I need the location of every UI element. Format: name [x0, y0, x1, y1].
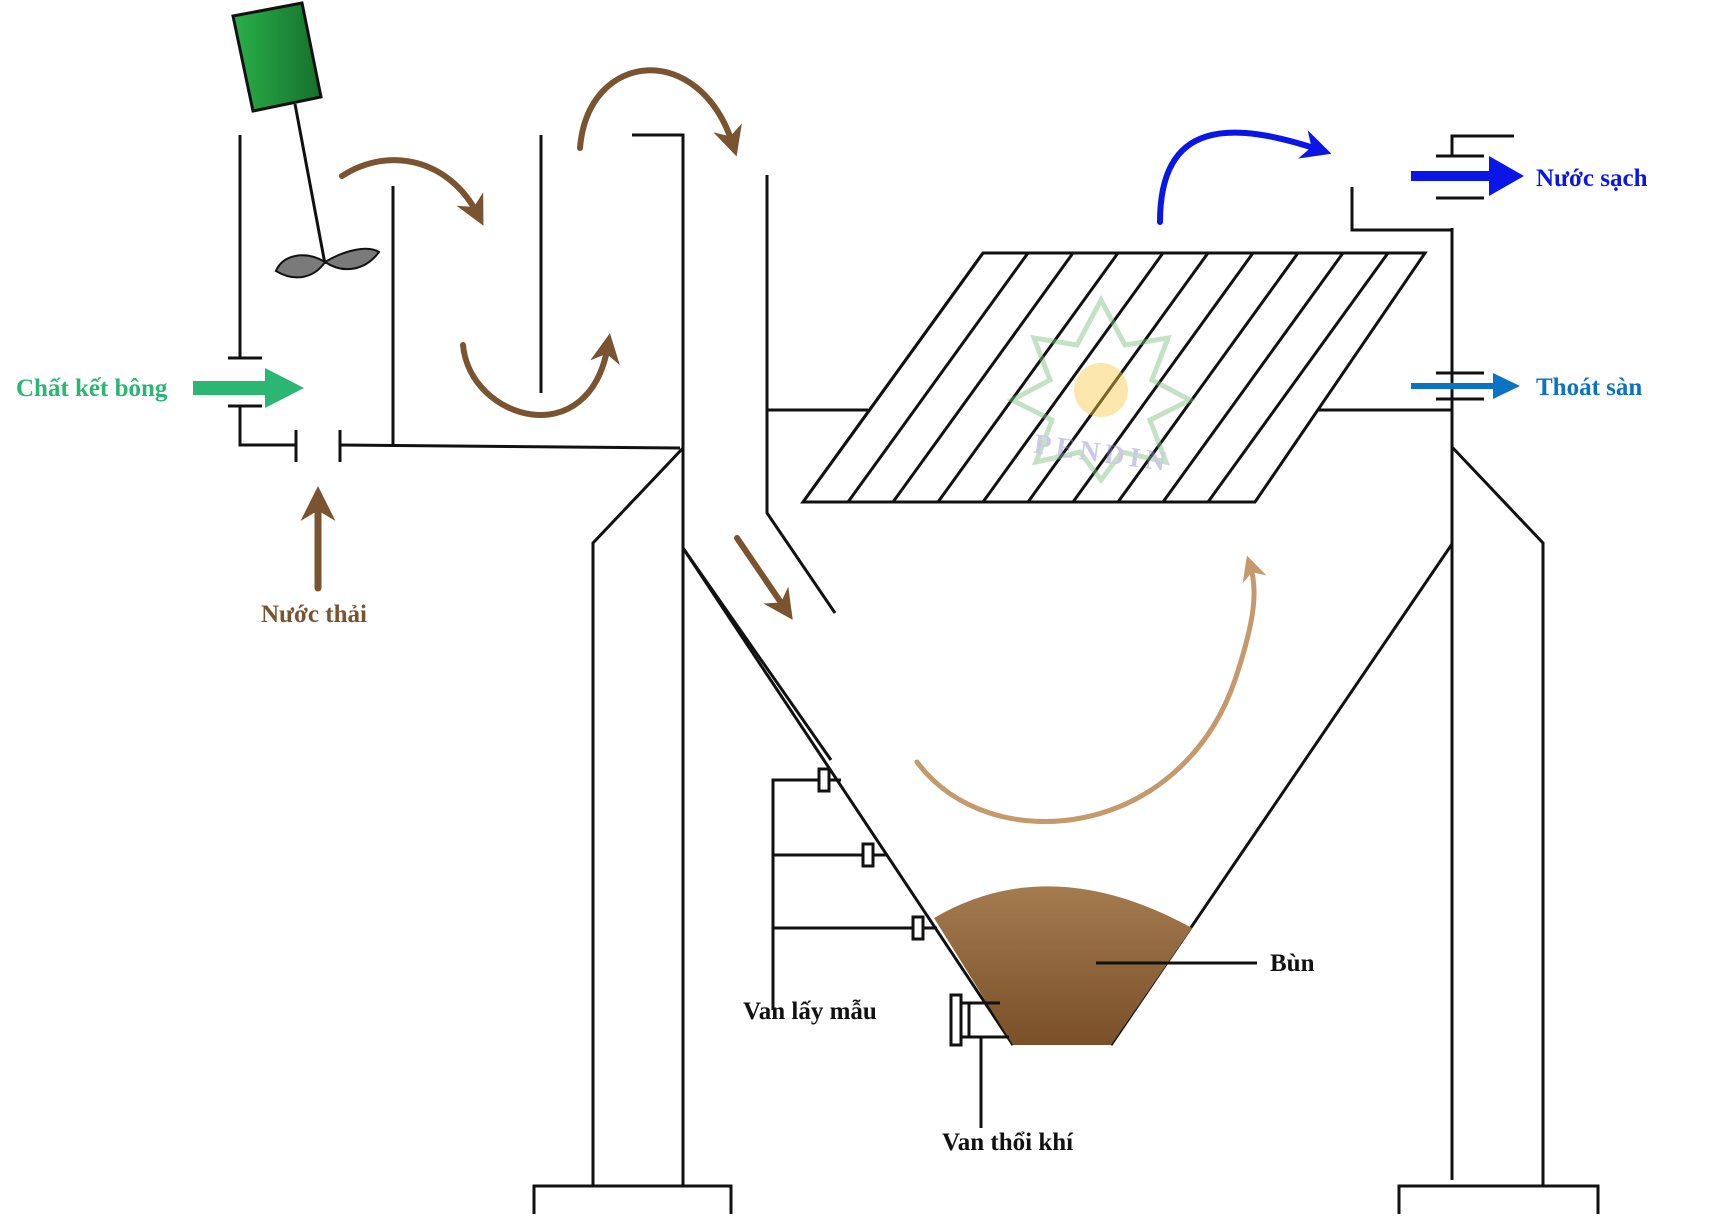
sampling-valves	[771, 767, 937, 1010]
flow-arrow-under-baffle	[460, 333, 620, 418]
mixer-shaft	[293, 103, 327, 265]
sludge-mass	[934, 886, 1192, 1045]
floor-drain-arrow	[1411, 373, 1520, 399]
label-flocculant: Chất kết bông	[16, 375, 168, 402]
blowdown-valve[interactable]	[949, 993, 1009, 1128]
sampling-valve-1[interactable]	[817, 767, 831, 793]
lamella-plates	[800, 251, 1428, 504]
flow-arrow-mixing-over	[339, 157, 484, 226]
clarifier-body	[532, 133, 1600, 1219]
mixing-tank	[228, 135, 681, 462]
mixer-motor	[231, 1, 323, 113]
flocculant-arrow	[193, 368, 304, 408]
sampling-valve-3[interactable]	[911, 915, 925, 941]
label-wastewater: Nước thải	[261, 601, 367, 628]
label-floor-drain: Thoát sàn	[1536, 374, 1642, 401]
clean-water-arrow	[1411, 156, 1524, 196]
flow-arrow-upflow	[914, 555, 1267, 825]
label-sludge: Bùn	[1270, 950, 1315, 977]
flow-arrow-over-wall	[577, 67, 742, 157]
flow-arrow-down-inlet	[734, 535, 793, 620]
sampling-valve-2[interactable]	[861, 842, 875, 868]
label-clean-water: Nước sạch	[1536, 165, 1648, 192]
label-sampling-valve: Van lấy mẫu	[743, 998, 877, 1025]
label-blowdown-valve: Van thổi khí	[942, 1129, 1074, 1156]
flow-arrows	[300, 67, 1332, 825]
flow-arrow-overflow	[1157, 129, 1332, 225]
mixer-impeller	[274, 247, 381, 279]
